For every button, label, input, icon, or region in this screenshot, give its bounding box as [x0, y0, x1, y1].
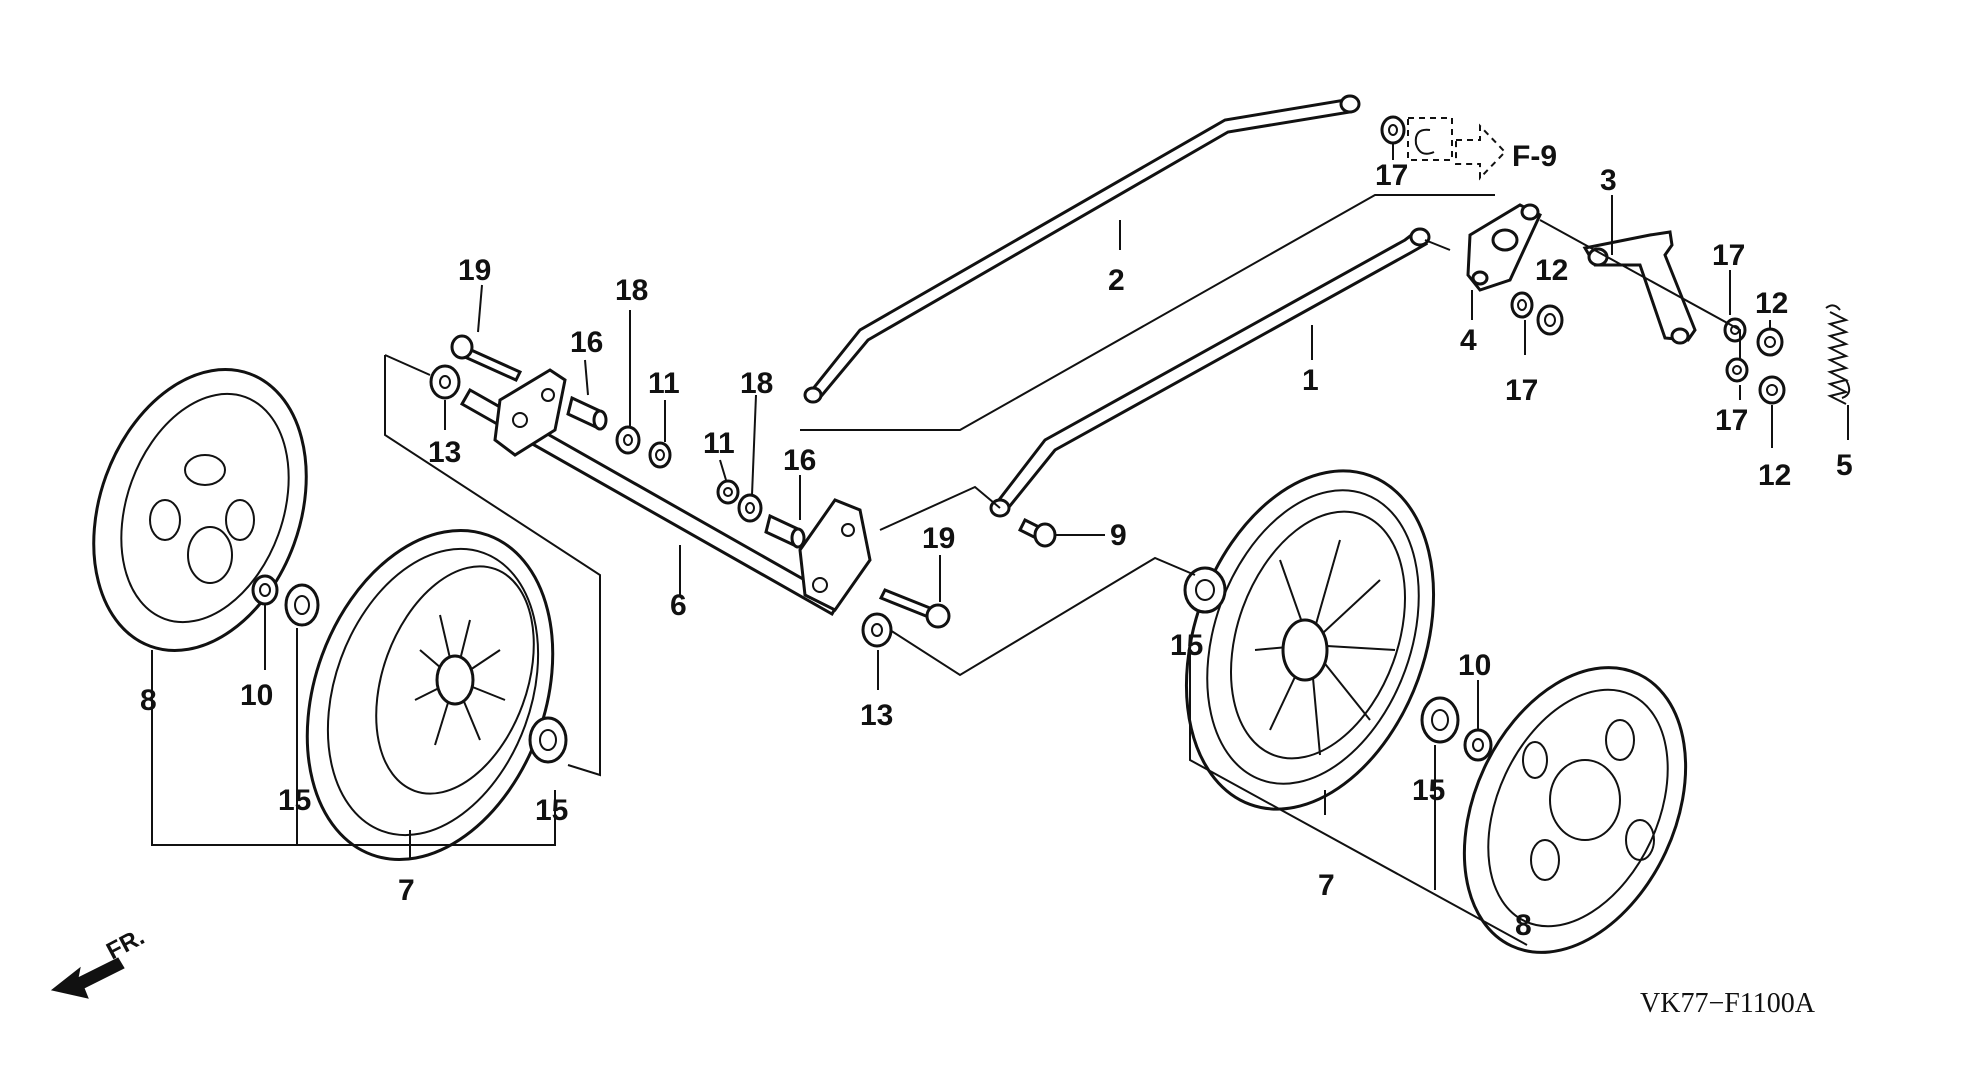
label-1: 1 [1302, 364, 1319, 397]
bearing-15-c-part [1183, 566, 1227, 614]
label-12-c: 12 [1758, 459, 1791, 492]
axle-6 [459, 368, 872, 617]
nut-11-a-part [648, 441, 672, 469]
label-11-b: 11 [703, 427, 735, 460]
label-2: 2 [1108, 264, 1125, 297]
label-15-d: 15 [1412, 774, 1445, 807]
spring-5 [1825, 304, 1851, 405]
bearing-15-a-part [284, 583, 320, 627]
label-11-a: 11 [648, 367, 680, 400]
wheel-7-left [305, 528, 555, 862]
label-17-b: 17 [1505, 374, 1538, 407]
label-18-b: 18 [740, 367, 773, 400]
nut-10-right-part [1463, 728, 1493, 762]
label-3: 3 [1600, 164, 1617, 197]
nut-11-b-part [716, 479, 740, 505]
bearing-15-b-part [528, 716, 568, 764]
label-17-a: 17 [1375, 159, 1408, 192]
label-15-b: 15 [535, 794, 568, 827]
label-15-a: 15 [278, 784, 311, 817]
washer-18-a-part [615, 425, 641, 455]
label-19-b: 19 [922, 522, 955, 555]
rod-1 [989, 227, 1431, 518]
rod-2 [803, 94, 1361, 404]
leader-lines [151, 144, 1849, 946]
clip-part [1407, 117, 1453, 161]
bolt-19-b [878, 588, 951, 629]
label-10-right: 10 [1458, 649, 1491, 682]
collar-16-a-part [566, 395, 608, 431]
label-19-a: 19 [458, 254, 491, 287]
label-16-b: 16 [783, 444, 816, 477]
lever-3 [1582, 230, 1697, 345]
label-7-left: 7 [398, 874, 415, 907]
callout-labels: 1 2 3 4 5 6 7 7 8 8 9 10 10 11 11 12 12 … [140, 159, 1853, 942]
collar-16-b-part [764, 513, 806, 549]
label-17-c: 17 [1712, 239, 1745, 272]
washer-13-right-part [861, 612, 893, 648]
bracket-4 [1466, 203, 1542, 292]
label-8-right: 8 [1515, 909, 1532, 942]
label-12-b: 12 [1755, 287, 1788, 320]
nut-10-left-part [251, 574, 279, 606]
label-16-a: 16 [570, 326, 603, 359]
label-13-right: 13 [860, 699, 893, 732]
label-13-left: 13 [428, 436, 461, 469]
label-7-right: 7 [1318, 869, 1335, 902]
front-arrow-icon [50, 957, 125, 999]
bearing-15-d-part [1420, 696, 1460, 744]
wheel-7-right [1184, 469, 1436, 811]
arrow-outline-icon [1455, 123, 1507, 181]
label-6: 6 [670, 589, 687, 622]
cap-8-right [1462, 666, 1688, 954]
label-5: 5 [1836, 449, 1853, 482]
label-9: 9 [1110, 519, 1127, 552]
washer-13-left-part [429, 364, 461, 400]
label-18-a: 18 [615, 274, 648, 307]
bolt-19-a [450, 334, 523, 382]
cap-8-left [92, 368, 308, 652]
label-15-c: 15 [1170, 629, 1203, 662]
front-label: FR. [102, 923, 149, 965]
washer-17-parts [1380, 115, 1749, 383]
bolt-9 [1017, 517, 1057, 548]
reference-label: F-9 [1512, 140, 1557, 173]
figure-code: VK77−F1100A [1640, 988, 1816, 1019]
label-4: 4 [1460, 324, 1477, 357]
label-10-left: 10 [240, 679, 273, 712]
washer-18-b-part [737, 493, 763, 523]
label-8-left: 8 [140, 684, 157, 717]
label-17-d: 17 [1715, 404, 1748, 437]
nut-12-parts [1536, 304, 1786, 405]
label-12-a: 12 [1535, 254, 1568, 287]
